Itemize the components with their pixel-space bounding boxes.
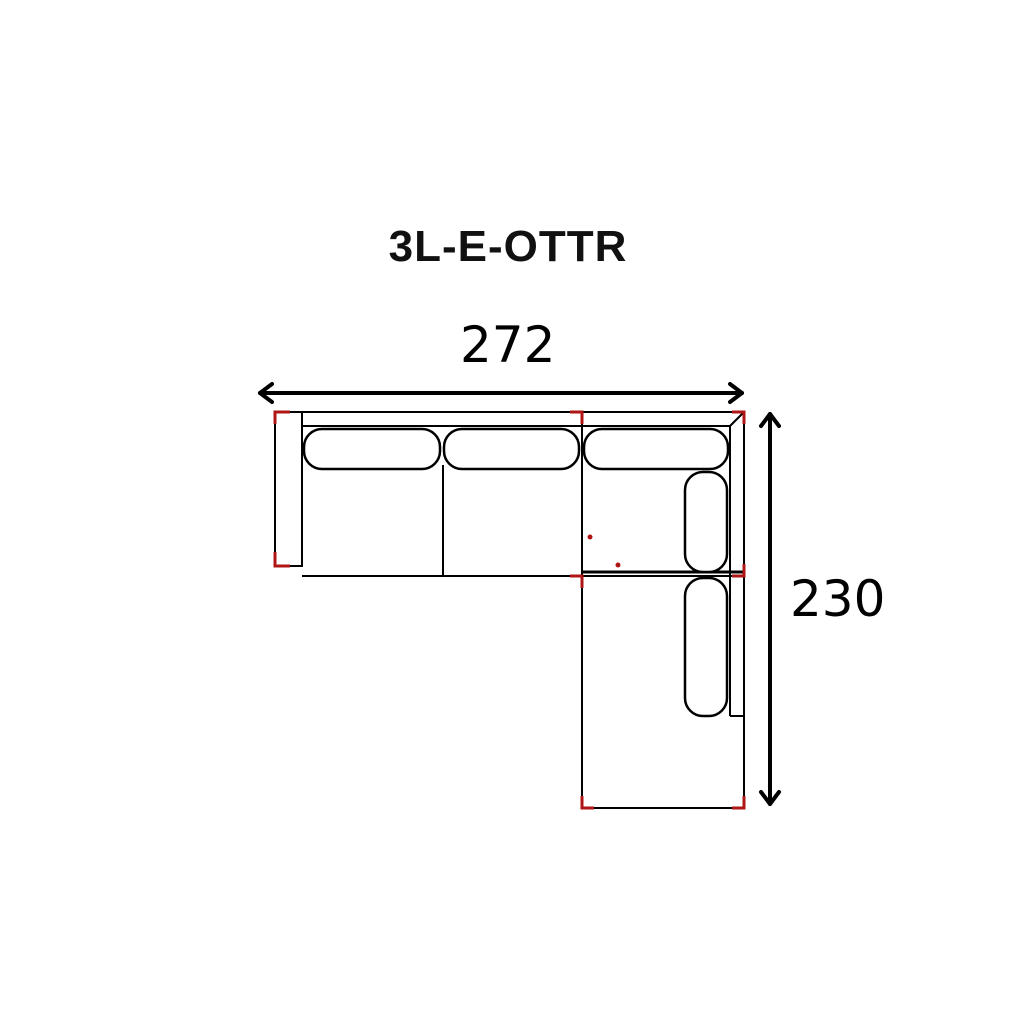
width-dimension-arrow — [258, 382, 744, 404]
side-cushion-1 — [683, 470, 729, 574]
marker-dot — [587, 534, 593, 540]
back-cushion-1 — [302, 427, 442, 471]
depth-dimension-label: 230 — [790, 570, 886, 628]
back-cushion-2 — [442, 427, 581, 471]
depth-dimension-arrow — [759, 412, 781, 806]
back-cushions — [302, 427, 730, 718]
main-section-outline — [302, 411, 745, 809]
back-cushion-3 — [582, 427, 730, 471]
model-code-title: 3L-E-OTTR — [388, 222, 628, 271]
corner-markers — [273, 410, 746, 810]
left-armrest — [274, 411, 303, 567]
side-cushion-2 — [683, 576, 729, 718]
marker-dot — [615, 562, 621, 568]
width-dimension-label: 272 — [460, 316, 556, 374]
sofa-outline — [274, 411, 745, 809]
